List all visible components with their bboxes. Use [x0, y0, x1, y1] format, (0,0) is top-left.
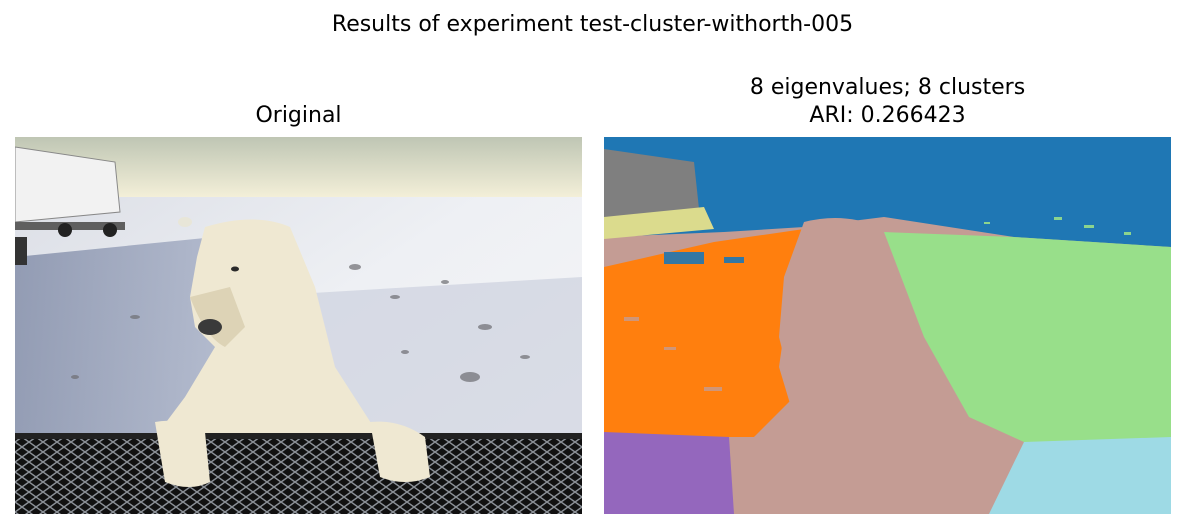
original-title-text: Original [255, 103, 342, 128]
segmentation-image [604, 137, 1171, 514]
cyan-cluster-region [989, 437, 1171, 514]
purple-cluster-region [604, 432, 734, 514]
bear-shape-region [744, 218, 1004, 514]
figure-suptitle: Results of experiment test-cluster-witho… [331, 12, 854, 37]
segmentation-title-line1: 8 eigenvalues; 8 clusters [749, 75, 1026, 100]
gray-cluster-region [604, 149, 699, 219]
original-image [15, 137, 582, 514]
original-image-panel [15, 137, 582, 514]
orange-cluster-region [604, 229, 824, 437]
original-panel-title: Original [15, 102, 582, 130]
sky-cluster-region [604, 137, 1171, 247]
olive-cluster-region [604, 207, 714, 239]
segmentation-title-line2: ARI: 0.266423 [809, 103, 966, 128]
segmentation-panel-title: 8 eigenvalues; 8 clusters ARI: 0.266423 [604, 74, 1171, 130]
green-cluster-region [884, 232, 1171, 442]
segmentation-image-panel [604, 137, 1171, 514]
